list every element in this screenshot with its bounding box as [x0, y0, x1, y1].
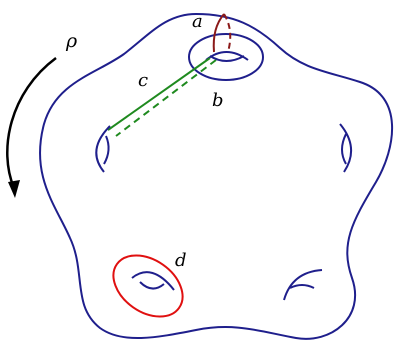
hole-left-outer-arc: [95, 125, 111, 173]
rotation-arrow-head: [8, 180, 20, 198]
hole-bottom-left-outer-arc: [131, 271, 175, 291]
hole-bottom-left-inner-arc: [139, 281, 165, 290]
curve-d: [112, 254, 184, 318]
label-a: a: [192, 11, 203, 32]
label-rho: ρ: [65, 30, 78, 52]
surface-outline: [39, 12, 393, 340]
curve-c-front: [107, 57, 211, 131]
hole-right-outer-arc: [339, 123, 352, 173]
curve-a-front: [212, 13, 225, 53]
hole-bottom-right: [283, 269, 323, 301]
rotation-arrow-rho: [6, 56, 57, 189]
hole-bottom-left: [131, 271, 175, 291]
label-b: b: [212, 90, 224, 111]
curve-b: [188, 33, 264, 81]
hole-top: [205, 51, 249, 62]
label-c: c: [138, 70, 148, 91]
hole-left-inner-arc: [103, 135, 110, 165]
hole-left: [95, 125, 111, 173]
hole-bottom-right-outer-arc: [283, 269, 323, 301]
label-d: d: [175, 250, 187, 271]
hole-right: [339, 123, 352, 173]
curve-a-back: [223, 13, 232, 53]
hole-right-inner-arc: [341, 133, 347, 165]
curve-c-back: [115, 59, 217, 137]
hole-top-lower-arc: [209, 55, 245, 62]
hole-bottom-right-inner-arc: [289, 284, 315, 289]
hole-top-upper-arc: [205, 51, 249, 61]
